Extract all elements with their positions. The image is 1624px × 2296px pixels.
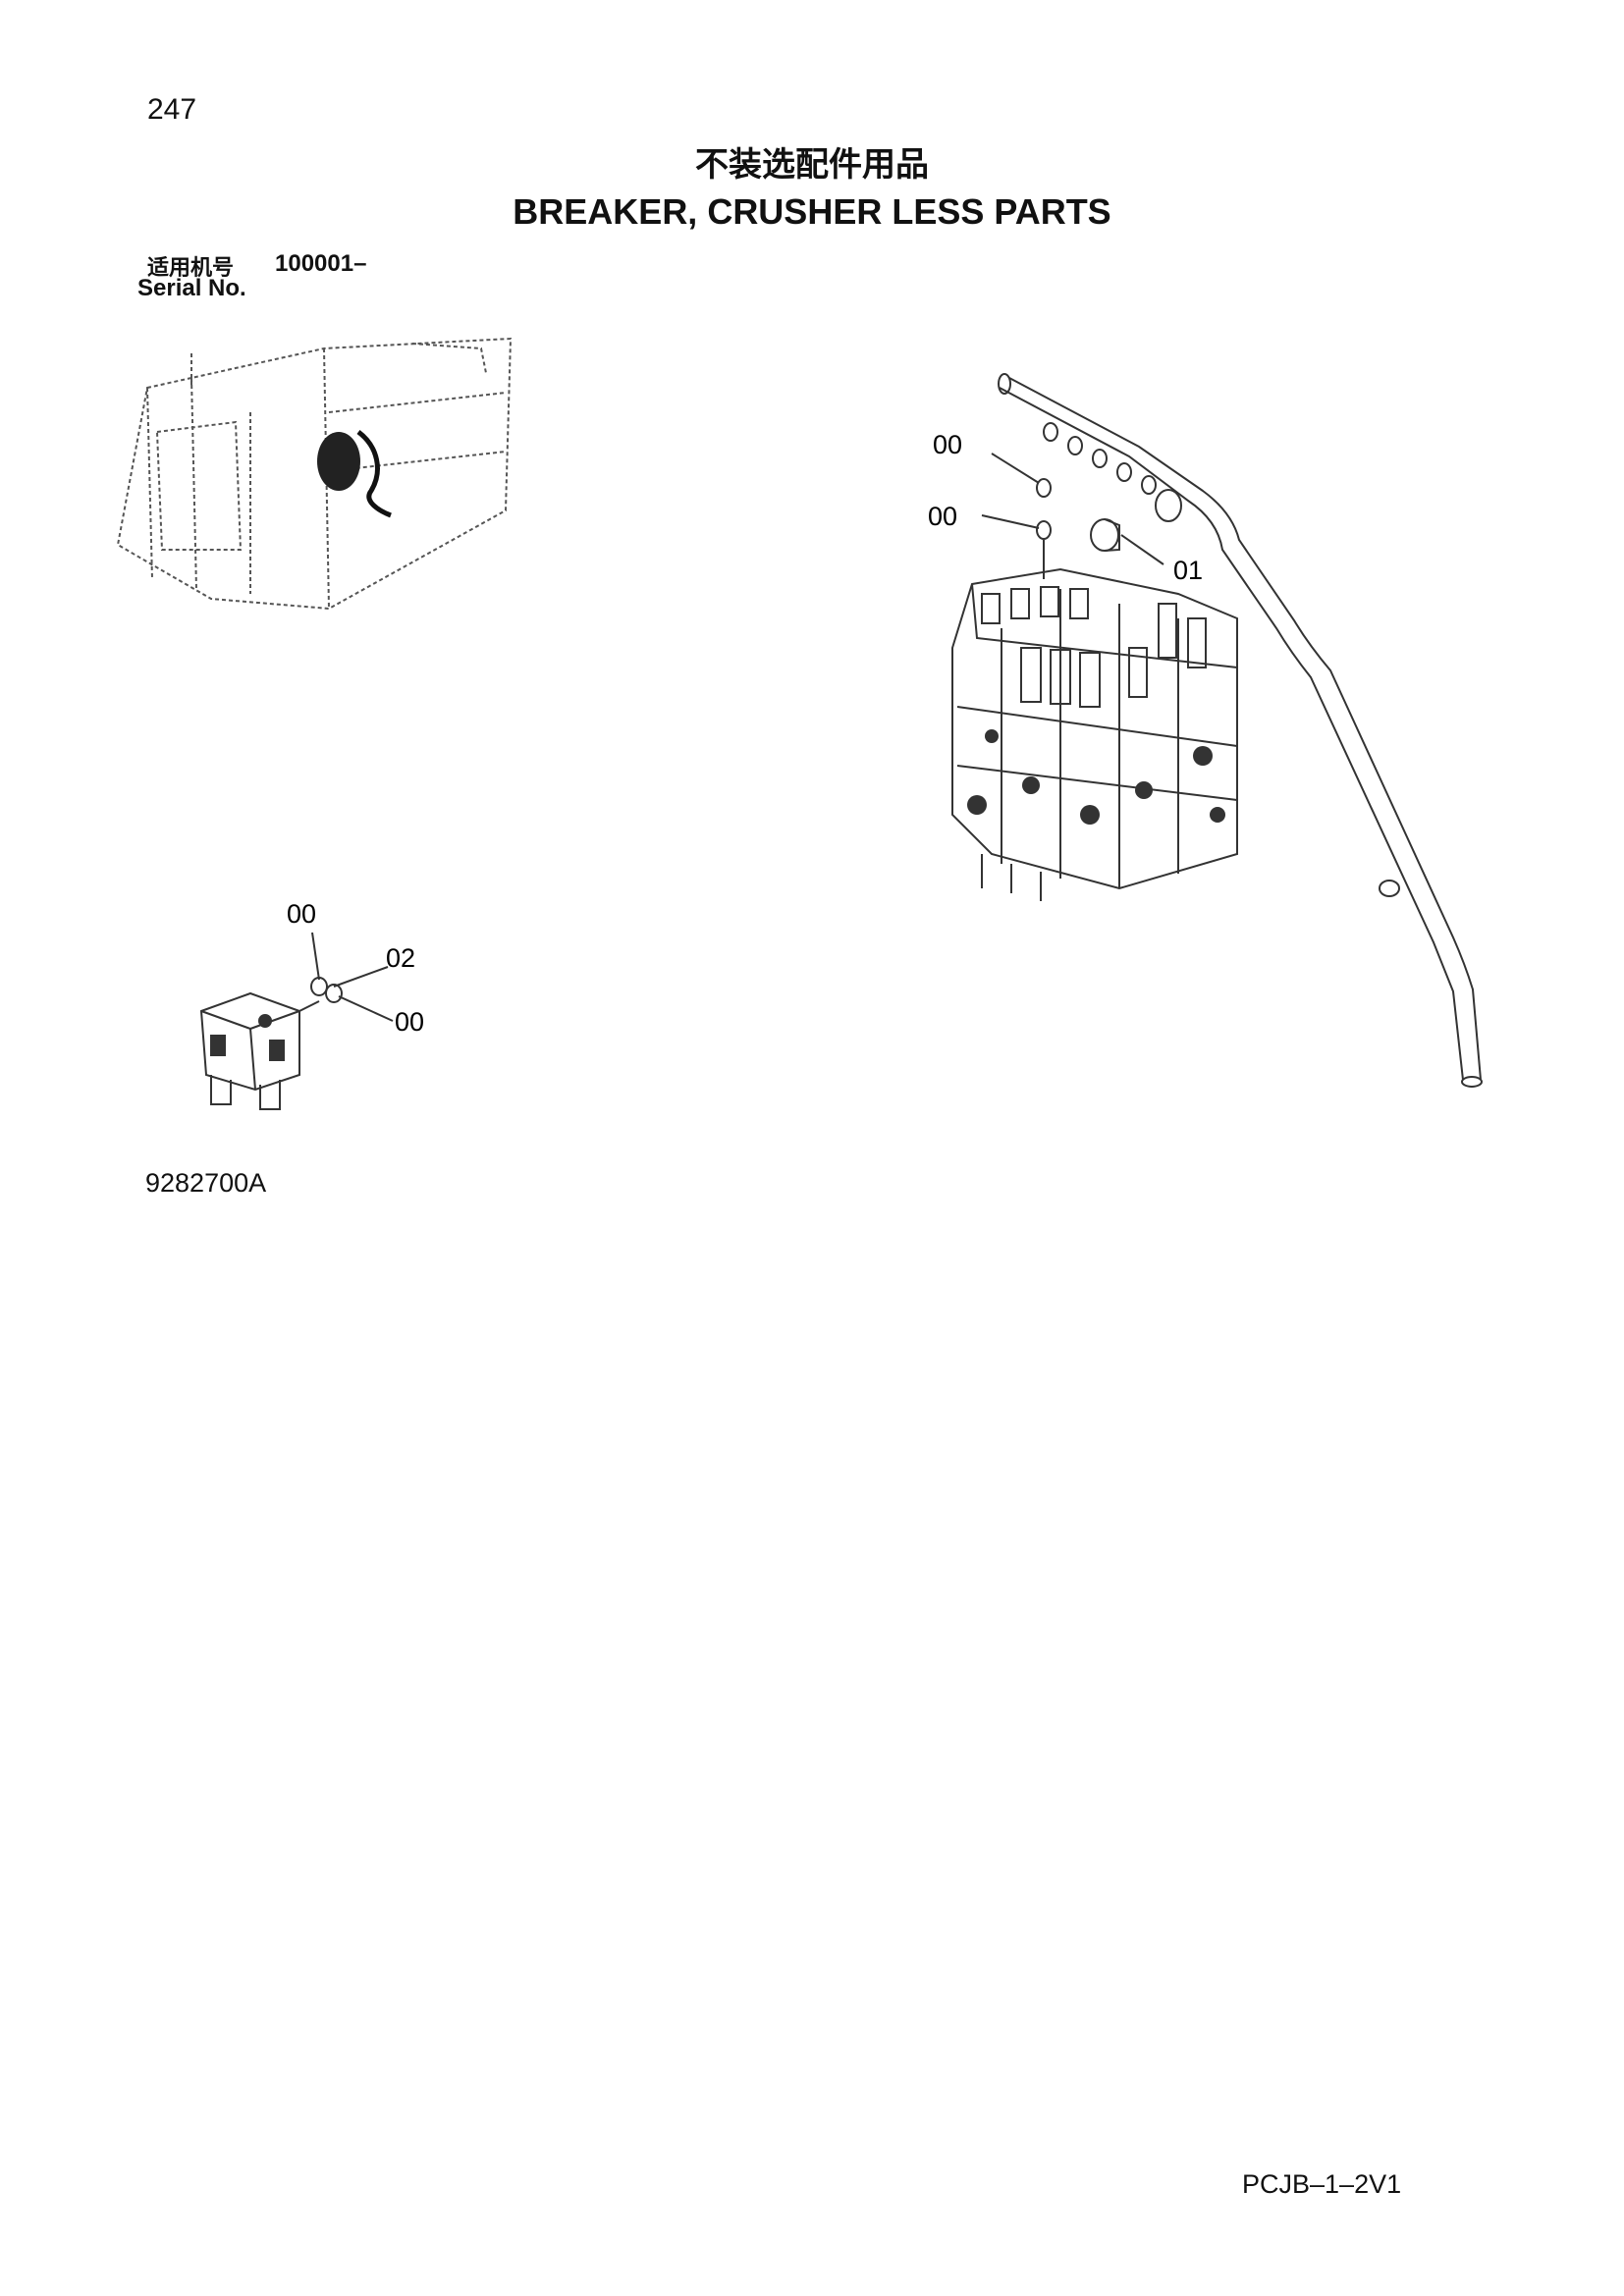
pilot-valve-small	[199, 977, 343, 1110]
o-rings-main	[1036, 478, 1052, 579]
page-title-chinese: 不装选配件用品	[695, 145, 929, 185]
serial-label-english: Serial No.	[137, 275, 246, 301]
callout-main-mid: 00	[928, 502, 957, 531]
figure-code: 9282700A	[145, 1168, 267, 1198]
pilot-tube	[998, 373, 1483, 1088]
document-code: PCJB–1–2V1	[1242, 2169, 1402, 2199]
serial-label-chinese: 适用机号	[147, 256, 235, 281]
callout-small-bottom: 00	[395, 1007, 424, 1037]
page-title-english: BREAKER, CRUSHER LESS PARTS	[513, 191, 1111, 232]
excavator-location-diagram	[116, 337, 513, 611]
leader-lines	[311, 453, 1164, 1022]
fitting-01	[1090, 518, 1120, 552]
callout-fitting: 01	[1173, 556, 1203, 585]
control-valve-assembly	[951, 567, 1238, 901]
page-number: 247	[147, 93, 197, 126]
serial-number-range: 100001–	[275, 250, 367, 277]
callout-small-top: 00	[287, 899, 316, 929]
callout-small-mid: 02	[386, 943, 415, 973]
callout-main-top: 00	[933, 430, 962, 459]
control-valve-location-marker	[317, 430, 392, 518]
